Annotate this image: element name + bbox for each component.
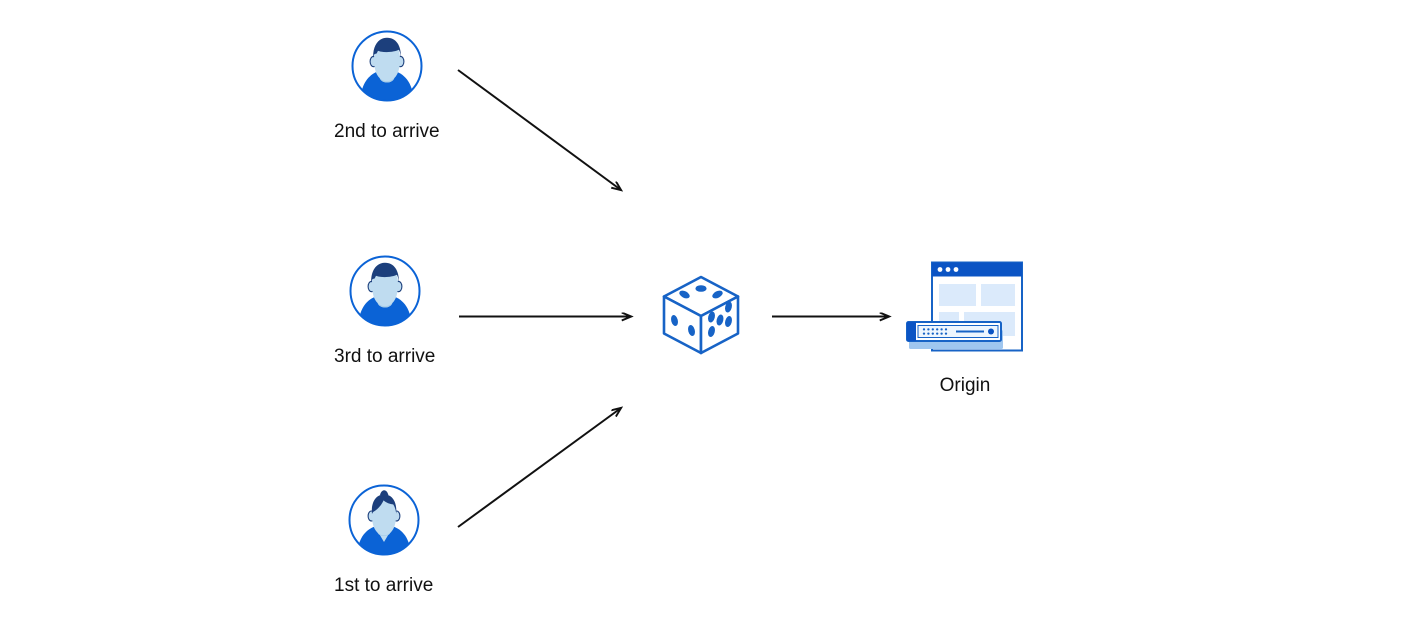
node-label-visitor-1st: 1st to arrive [334, 575, 434, 596]
node-visitor-3rd[interactable]: 3rd to arrive [334, 253, 435, 369]
node-origin[interactable]: Origin [906, 260, 1024, 398]
user-avatar-icon [347, 253, 423, 329]
user-avatar-female-icon [346, 482, 422, 558]
node-label-origin: Origin [939, 375, 991, 396]
node-randomizer[interactable] [658, 272, 744, 358]
dice-icon [658, 272, 744, 358]
connector-1st-to-dice [457, 408, 621, 528]
user-avatar-icon [349, 28, 425, 104]
node-label-visitor-3rd: 3rd to arrive [334, 346, 436, 367]
connector-2nd-to-dice [457, 69, 621, 190]
node-label-visitor-2nd: 2nd to arrive [334, 121, 440, 142]
server-device-icon [906, 321, 1003, 349]
node-visitor-2nd[interactable]: 2nd to arrive [334, 28, 440, 144]
origin-server-icon [906, 260, 1024, 358]
node-visitor-1st[interactable]: 1st to arrive [334, 482, 433, 598]
